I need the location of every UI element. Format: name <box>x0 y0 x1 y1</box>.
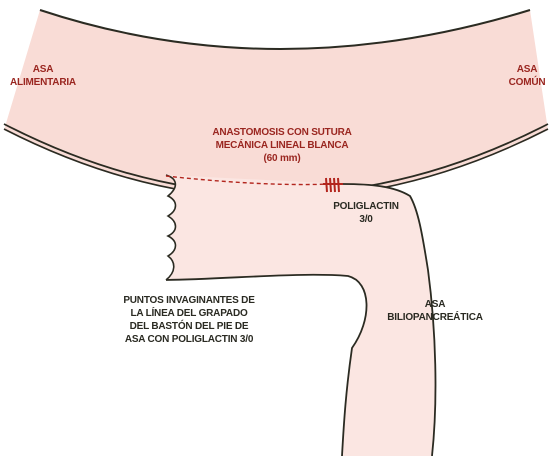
label-anastomosis: ANASTOMOSIS CON SUTURA MECÁNICA LINEAL B… <box>195 126 369 165</box>
bowel-loop-shape <box>4 10 548 199</box>
label-puntos-invaginantes: PUNTOS INVAGINANTES DE LA LÍNEA DEL GRAP… <box>106 294 272 346</box>
label-asa-biliopancreatica: ASA BILIOPANCREÁTICA <box>380 298 490 324</box>
label-asa-alimentaria: ASA ALIMENTARIA <box>2 63 84 89</box>
label-poliglactin: POLIGLACTIN 3/0 <box>326 200 406 226</box>
label-asa-comun: ASA COMÚN <box>504 63 550 89</box>
